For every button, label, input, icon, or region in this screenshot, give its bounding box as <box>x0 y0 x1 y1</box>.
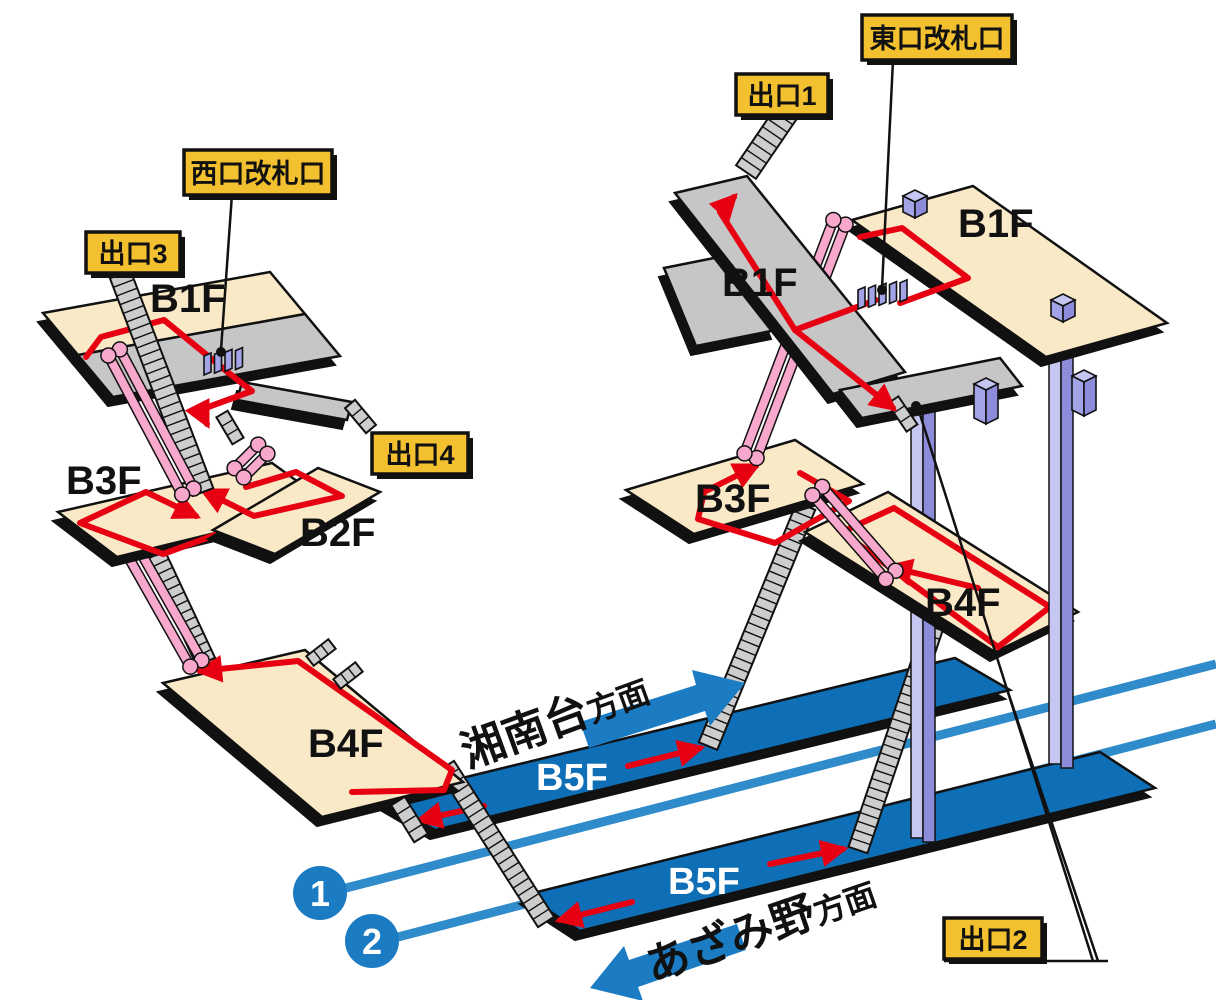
track-number-1: 1 <box>310 873 330 914</box>
svg-text:西口改札口: 西口改札口 <box>191 159 326 189</box>
label-b3f-left: B3F <box>66 459 142 503</box>
elevator-box-b1f-east-2 <box>1049 293 1077 324</box>
stairs-stub-b4fleft-a <box>304 637 338 668</box>
leader-east-gate <box>880 59 895 289</box>
elevator-box-corridor-2 <box>1070 369 1098 418</box>
route-b4f-right-arrow <box>884 558 981 591</box>
label-exit2: 出口2 <box>942 916 1047 964</box>
west-gate-point <box>216 347 226 357</box>
stairs-stub-b4fleft-b <box>331 660 365 691</box>
label-b2f: B2F <box>300 511 376 555</box>
elevator-box-corridor-1 <box>972 377 1000 426</box>
escalator-b1f-to-b3f-left <box>100 341 202 503</box>
track-number-1-badge: 1 <box>293 866 347 920</box>
route-platform2-left-arrow <box>554 899 635 929</box>
label-b1f-east: B1F <box>958 202 1034 246</box>
label-b3f-right: B3F <box>695 477 771 521</box>
stairs-b4fleft-to-platform2 <box>436 759 556 929</box>
label-exit3: 出口3 <box>84 230 185 278</box>
label-exit1: 出口1 <box>734 72 833 120</box>
floor-b4f-right <box>802 490 1081 654</box>
label-b5f-upper: B5F <box>536 757 608 799</box>
route-b3f-right <box>695 463 852 546</box>
label-b1f-corridor: B1F <box>722 261 798 305</box>
route-b1f-west <box>83 317 255 429</box>
floor-b2f <box>210 466 383 556</box>
route-b4f-left <box>194 655 455 795</box>
label-b1f-west: B1F <box>150 277 226 321</box>
azamino-direction-arrow <box>590 924 746 1000</box>
route-platform1-right-arrow <box>625 739 706 769</box>
label-b4f-left: B4F <box>308 722 384 766</box>
route-b3f-left <box>77 489 237 557</box>
leader-exit2-a <box>916 407 1095 962</box>
east-gate-point <box>877 285 887 295</box>
escalator-b3f-to-b4f-right <box>804 478 904 588</box>
elevator-shaft-east <box>1048 355 1074 769</box>
floor-b1f-east <box>849 184 1170 359</box>
leader-west-gate <box>219 193 234 351</box>
ticket-gates-east <box>857 278 908 311</box>
label-b5f-lower: B5F <box>668 861 740 903</box>
route-platform2-right-arrow <box>767 839 849 867</box>
track-number-2: 2 <box>362 921 382 962</box>
label-b4f-right: B4F <box>925 581 1001 625</box>
escalator-b2f-stub <box>226 436 276 486</box>
label-west-gate: 西口改札口 <box>182 148 337 200</box>
stairs-exit4-stub <box>215 409 245 446</box>
route-b2f <box>199 469 345 519</box>
floor-b4f-left <box>160 648 466 819</box>
stairs-b4fleft-to-platform1 <box>389 795 430 844</box>
label-east-gate: 東口改札口 <box>860 13 1017 65</box>
track-number-2-badge: 2 <box>345 914 399 968</box>
svg-text:出口3: 出口3 <box>98 239 167 269</box>
svg-text:出口2: 出口2 <box>958 925 1027 955</box>
svg-text:出口1: 出口1 <box>747 81 816 111</box>
route-corridor <box>708 192 898 412</box>
svg-text:東口改札口: 東口改札口 <box>870 24 1005 54</box>
ticket-gates-west <box>203 346 244 377</box>
leader-exit2-b <box>1006 691 1100 962</box>
svg-text:出口4: 出口4 <box>385 440 454 470</box>
label-exit4: 出口4 <box>370 431 473 479</box>
stairs-to-exit4 <box>343 398 378 435</box>
shonandai-direction-arrow <box>580 670 745 748</box>
elevator-box-b1f-east-1 <box>901 189 929 220</box>
